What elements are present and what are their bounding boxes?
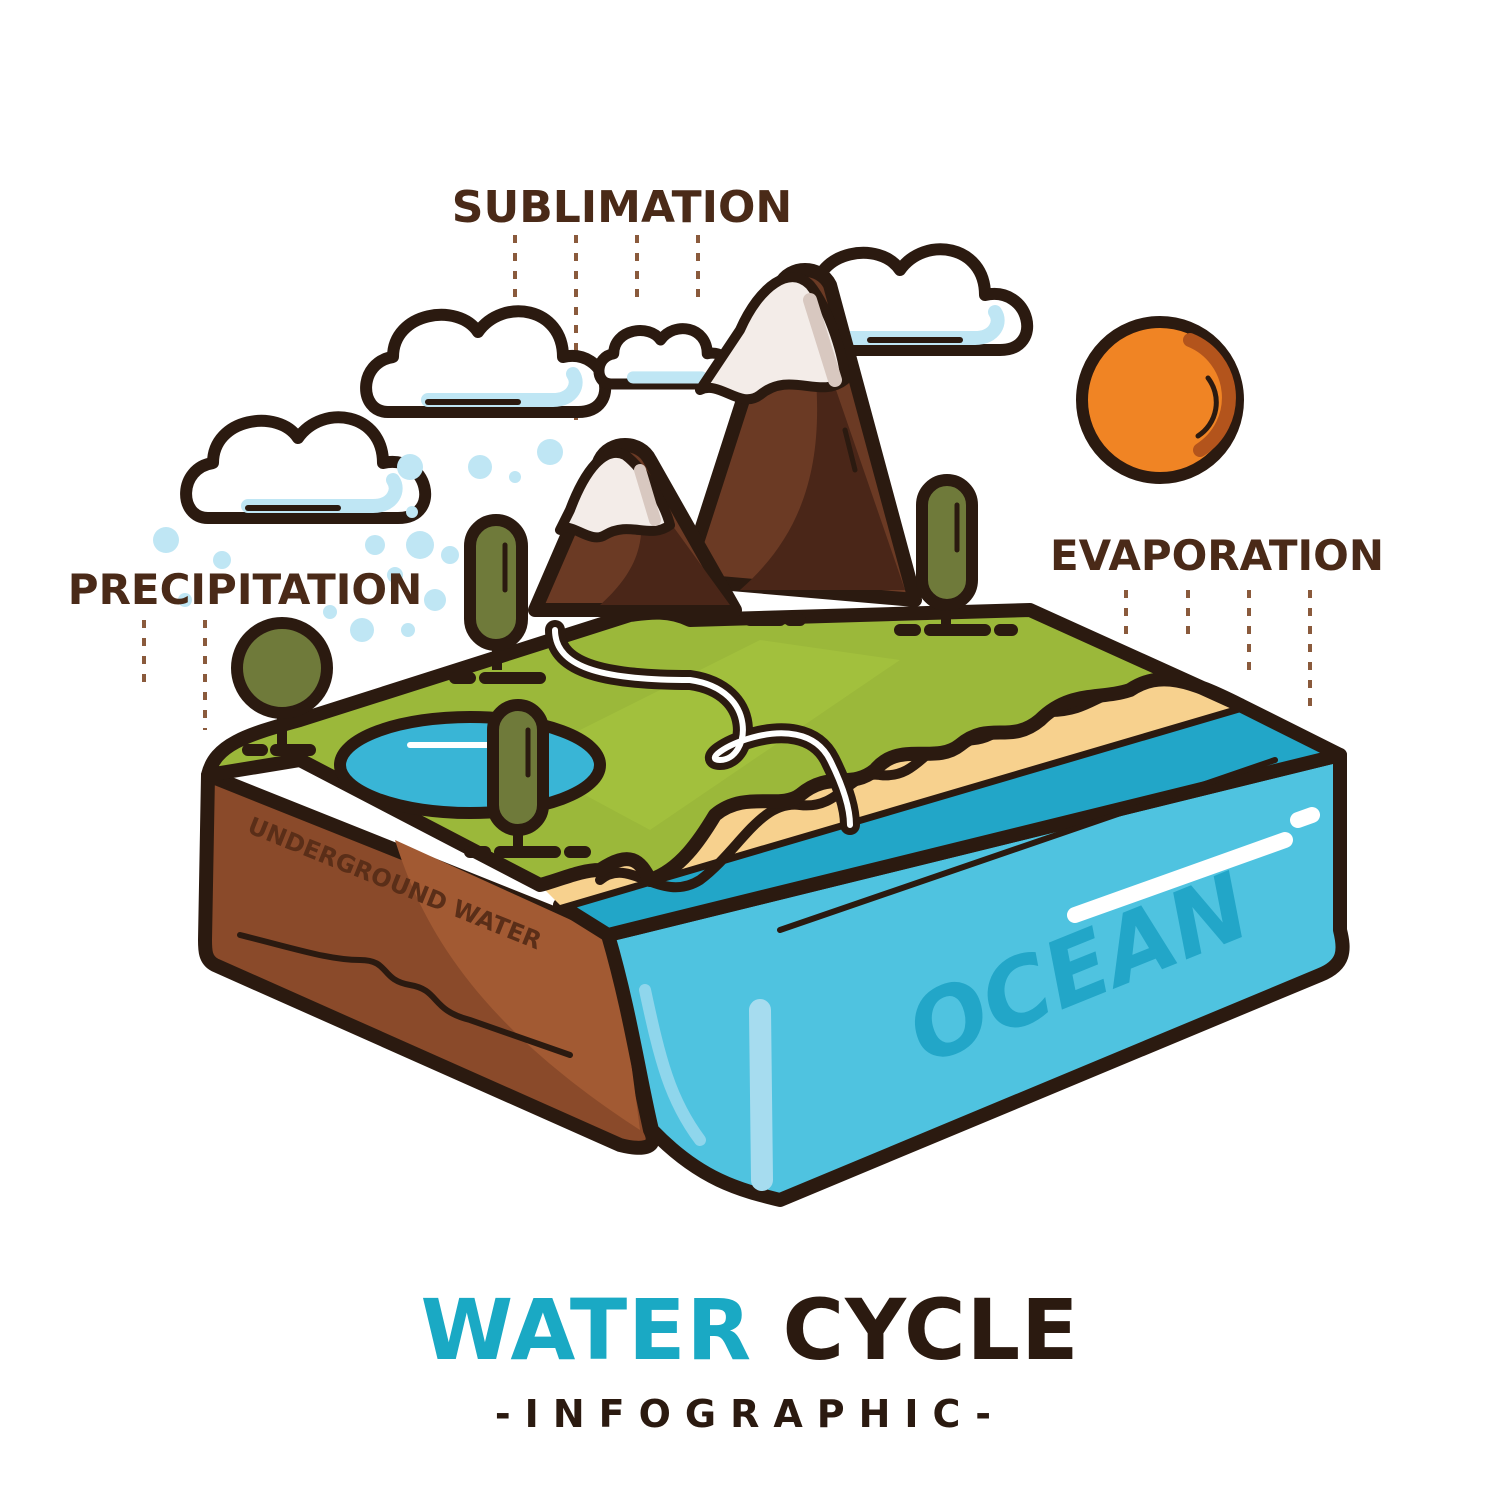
tree-icon — [449, 514, 546, 684]
title-block: WATER CYCLE -INFOGRAPHIC- — [0, 1280, 1500, 1444]
cloud-icon — [360, 305, 612, 418]
title-word-cycle: CYCLE — [782, 1281, 1080, 1379]
title-word-water: WATER — [420, 1281, 753, 1379]
page-subtitle: -INFOGRAPHIC- — [494, 1392, 1006, 1436]
tree-icon — [231, 617, 333, 756]
mountain-icon — [678, 263, 922, 607]
mountain-icon — [528, 438, 742, 617]
evaporation-label: EVAPORATION — [1050, 531, 1384, 580]
ocean-side — [601, 748, 1350, 1207]
tree-icon — [464, 699, 591, 858]
page-title: WATER CYCLE — [0, 1280, 1500, 1380]
evaporation-dashed-lines — [1124, 590, 1312, 710]
rain-drops — [153, 439, 563, 642]
cloud-icon — [180, 411, 432, 524]
precipitation-dashed-lines — [142, 620, 207, 730]
sublimation-label: SUBLIMATION — [452, 182, 792, 233]
precipitation-label: PRECIPITATION — [68, 565, 422, 614]
sun-icon — [1076, 316, 1244, 484]
sand-strip — [540, 679, 1240, 905]
lake — [334, 711, 606, 819]
tree-icon — [894, 474, 1018, 636]
sublimation-dashed-lines — [513, 235, 700, 420]
